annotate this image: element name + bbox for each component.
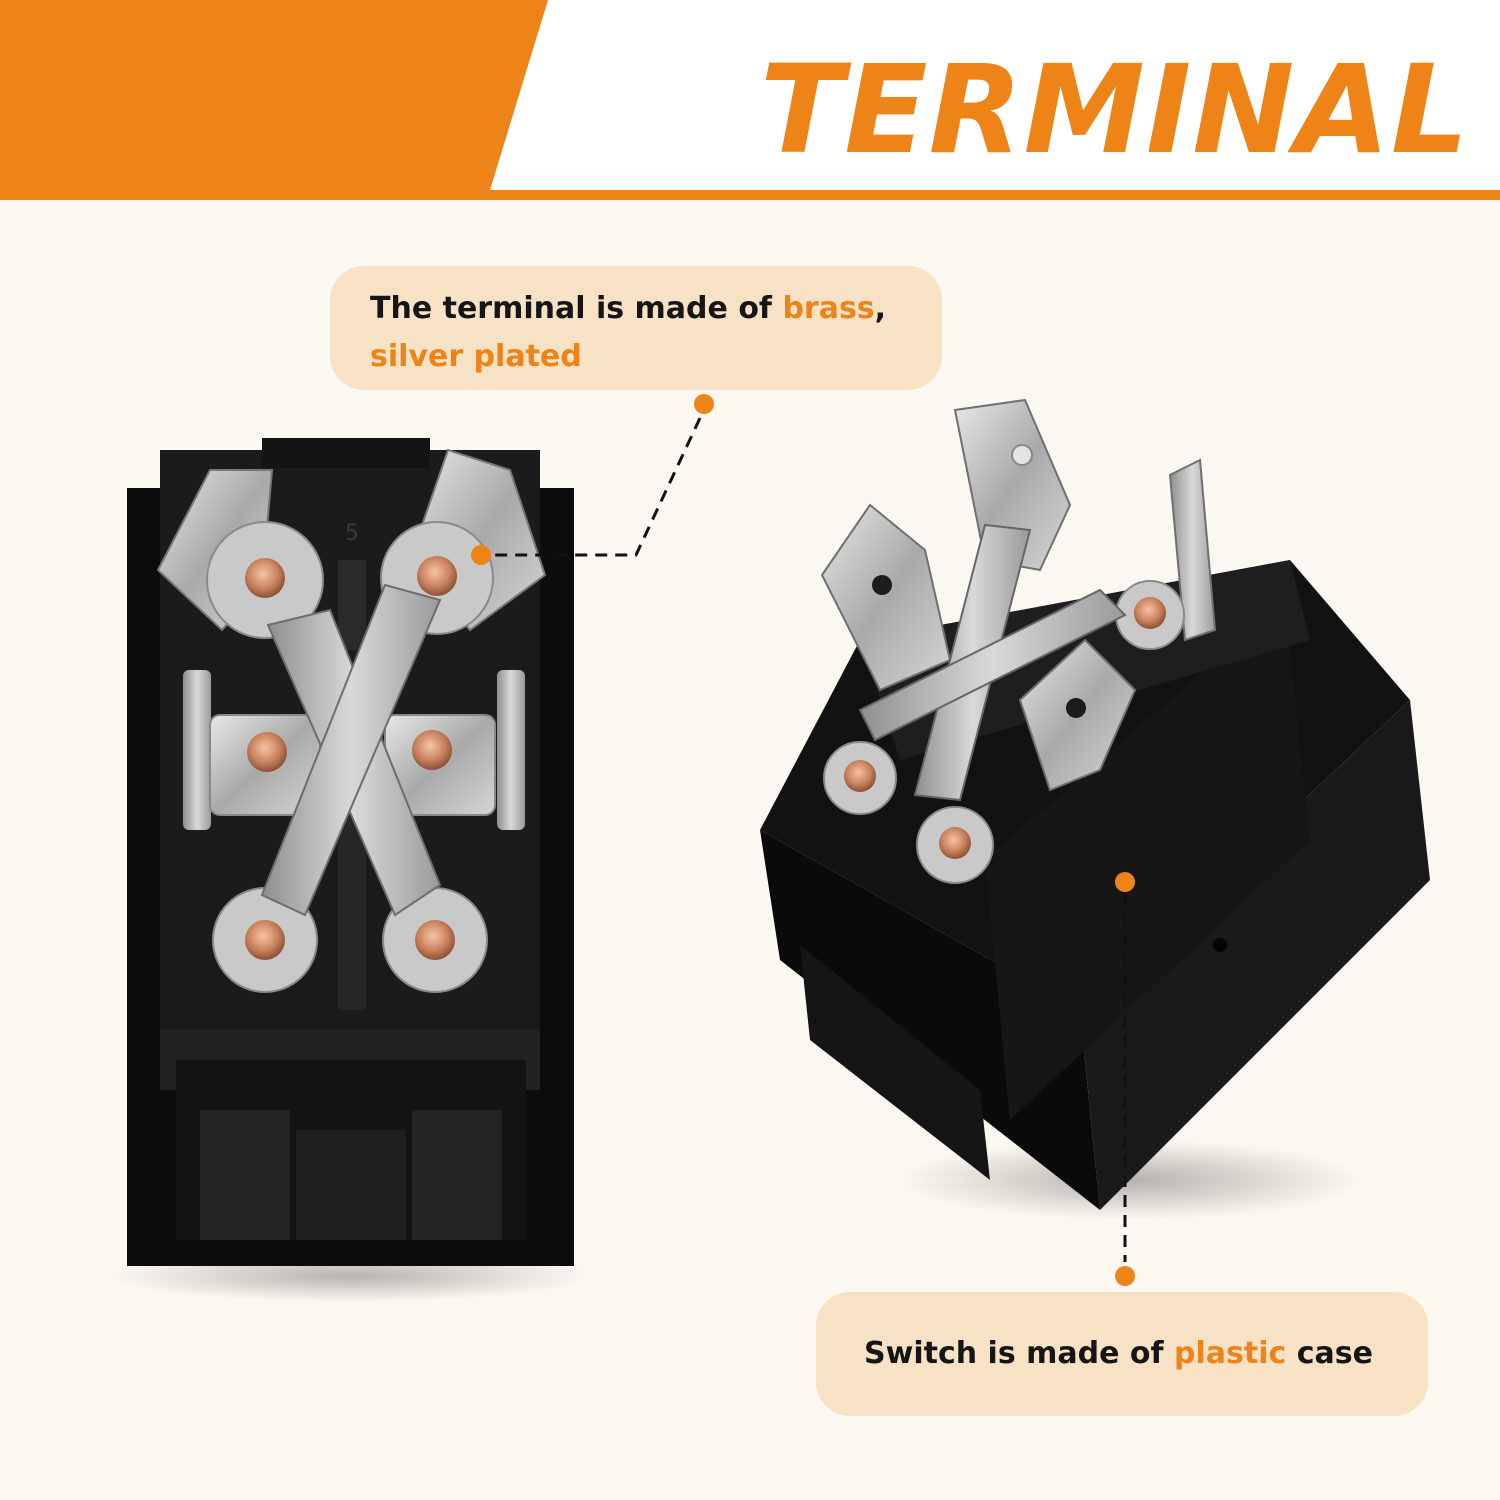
switch-angled-view bbox=[760, 398, 1430, 1220]
terminal-screw bbox=[412, 730, 452, 770]
callout-brass-text: The terminal is made of bbox=[370, 291, 783, 326]
callout-leader-brass bbox=[471, 394, 714, 565]
terminal-screw bbox=[1115, 580, 1185, 650]
callout-plastic: Switch is made of plastic case bbox=[816, 1292, 1428, 1416]
callout-plastic-text: Switch is made of bbox=[864, 1336, 1174, 1371]
terminal-screw bbox=[823, 741, 897, 815]
terminal-screw bbox=[382, 887, 488, 993]
switch-back-view: 5 bbox=[110, 438, 590, 1302]
callout-brass: The terminal is made of brass, silver pl… bbox=[330, 266, 942, 390]
callout-plastic-highlight: plastic bbox=[1174, 1336, 1287, 1371]
callout-plastic-text-end: case bbox=[1286, 1336, 1373, 1371]
callout-brass-highlight: brass bbox=[782, 291, 875, 326]
callout-silver-highlight: silver plated bbox=[370, 339, 582, 374]
terminal-screw bbox=[916, 806, 994, 884]
callout-leader-plastic bbox=[1115, 872, 1135, 1286]
pin-marking: 5 bbox=[345, 521, 359, 546]
terminal-screw bbox=[212, 887, 318, 993]
header-banner bbox=[0, 0, 1500, 200]
callout-brass-comma: , bbox=[874, 291, 887, 326]
terminal-screw bbox=[247, 732, 287, 772]
terminal-screw bbox=[206, 521, 324, 639]
